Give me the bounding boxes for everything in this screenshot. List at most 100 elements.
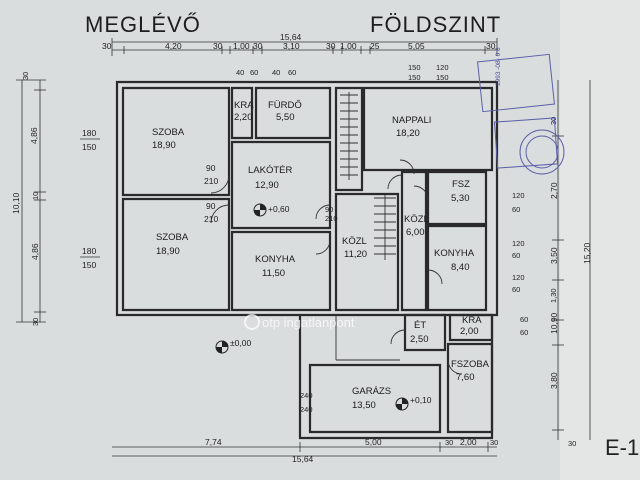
watermark-logo-icon [244, 314, 260, 330]
dim-top-9: 5,05 [408, 41, 425, 51]
svg-text:otp ingatlanpont: otp ingatlanpont [262, 315, 355, 330]
right-dimensions: 30 2,70 3,80 15,20 3,50 1,30 10,90 30 [549, 80, 592, 448]
svg-text:150: 150 [408, 73, 421, 82]
room-kozl2-area: 11,20 [344, 249, 367, 260]
dim-right-4: 3,50 [549, 247, 559, 264]
svg-text:210: 210 [204, 176, 218, 186]
room-et-area: 2,50 [410, 334, 429, 345]
room-kamra1-area: 2,20 [234, 112, 253, 123]
dim-top-8: 25 [370, 41, 380, 51]
level-l2: ±0,00 [230, 338, 251, 348]
room-konyha2-area: 8,40 [451, 262, 470, 273]
dim-right-1: 2,70 [549, 182, 559, 199]
room-szoba1-name: SZOBA [152, 127, 185, 138]
room-szoba2-name: SZOBA [156, 232, 189, 243]
dim-right-5: 1,30 [549, 288, 558, 303]
svg-text:180: 180 [82, 246, 96, 256]
dim-left-2: 10,10 [11, 192, 21, 214]
dim-left-1: 4,86 [29, 127, 39, 144]
room-garazs-name: GARÁZS [352, 386, 391, 397]
dim-top-5: 3,10 [283, 41, 300, 51]
room-labels: SZOBA 18,90 KRA 2,20 FÜRDŐ 5,50 NAPPALI … [152, 100, 490, 411]
svg-text:210: 210 [204, 214, 218, 224]
dim-top-4: 30 [253, 41, 263, 51]
room-furdo-area: 5,50 [276, 112, 295, 123]
drawing-code: E-1 [605, 435, 639, 460]
room-konyha1-area: 11,50 [262, 268, 285, 279]
dim-top-6: 30 [326, 41, 336, 51]
dim-right-6: 10,90 [549, 312, 559, 334]
room-kozl1-name: KÖZL [404, 214, 429, 225]
dim-left-5: 30 [31, 318, 40, 326]
official-stamp: 1993 -08- 0 8 [477, 47, 565, 175]
svg-text:90: 90 [325, 205, 333, 214]
room-szoba2-area: 18,90 [156, 246, 180, 257]
svg-text:60: 60 [250, 68, 258, 77]
paper-right-band [560, 0, 640, 480]
svg-text:60: 60 [512, 285, 520, 294]
dim-top-2: 30 [213, 41, 223, 51]
dim-bottom-c: 2,00 [460, 437, 477, 447]
room-et-name: ÉT [414, 320, 426, 331]
svg-text:40: 40 [236, 68, 244, 77]
level-l3: +0,10 [410, 395, 432, 405]
dim-right-0: 30 [549, 117, 558, 125]
level-l1: +0,60 [268, 204, 290, 214]
stairs [340, 92, 396, 260]
room-kamra2-name: KRA [462, 315, 482, 326]
dim-left-3: 10 [31, 192, 40, 200]
dim-bottom-a: 7,74 [205, 437, 222, 447]
svg-text:240: 240 [300, 391, 313, 400]
dim-right-7: 30 [568, 439, 576, 448]
svg-text:120: 120 [512, 191, 525, 200]
title-ground-floor: FÖLDSZINT [370, 12, 501, 37]
dim-top-7: 1,00 [340, 41, 357, 51]
svg-text:60: 60 [520, 315, 528, 324]
walls [115, 80, 499, 440]
room-szoba1-area: 18,90 [152, 140, 176, 151]
room-furdo-name: FÜRDŐ [268, 100, 302, 111]
svg-text:60: 60 [288, 68, 296, 77]
dim-bottom-w2: 30 [490, 438, 498, 447]
level-markers: +0,60 ±0,00 +0,10 [215, 203, 432, 411]
room-garazs-area: 13,50 [352, 400, 376, 411]
room-nappali-area: 18,20 [396, 128, 420, 139]
room-nappali-name: NAPPALI [392, 115, 431, 126]
svg-text:150: 150 [82, 260, 96, 270]
dim-top-3: 1,00 [233, 41, 250, 51]
svg-text:40: 40 [272, 68, 280, 77]
svg-text:210: 210 [325, 214, 338, 223]
svg-text:120: 120 [512, 239, 525, 248]
dim-left-4: 4,86 [30, 243, 40, 260]
svg-text:60: 60 [512, 251, 520, 260]
dim-top-1: 4,20 [165, 41, 182, 51]
dim-left-0: 30 [21, 72, 30, 80]
room-kozl2-name: KÖZL [342, 236, 367, 247]
room-lakoter-name: LAKÓTÉR [248, 165, 292, 176]
svg-text:120: 120 [512, 273, 525, 282]
room-fsz-name: FSZ [452, 179, 470, 190]
dim-top-total: 15,64 [280, 32, 302, 42]
opening-annotations: 180 150 180 150 90 210 90 210 40 60 40 6… [80, 63, 528, 414]
svg-text:150: 150 [408, 63, 421, 72]
svg-text:150: 150 [436, 73, 449, 82]
bottom-dimensions: 7,74 5,00 2,00 15,64 30 30 [112, 437, 498, 464]
svg-text:150: 150 [82, 142, 96, 152]
svg-text:240: 240 [300, 405, 313, 414]
stamp-date: 1993 -08- 0 8 [495, 47, 502, 86]
room-konyha2-name: KONYHA [434, 248, 475, 259]
svg-text:180: 180 [82, 128, 96, 138]
room-kamra2-area: 2,00 [460, 326, 479, 337]
room-kamra1-name: KRA [234, 100, 254, 111]
title-existing: MEGLÉVŐ [85, 12, 201, 37]
svg-text:90: 90 [206, 201, 216, 211]
room-fszoba-name: FSZOBA [451, 359, 490, 370]
svg-text:90: 90 [206, 163, 216, 173]
room-lakoter-area: 12,90 [255, 180, 279, 191]
svg-text:60: 60 [520, 328, 528, 337]
svg-text:60: 60 [512, 205, 520, 214]
watermark: otp ingatlanpont [244, 314, 355, 330]
room-fszoba-area: 7,60 [456, 372, 475, 383]
